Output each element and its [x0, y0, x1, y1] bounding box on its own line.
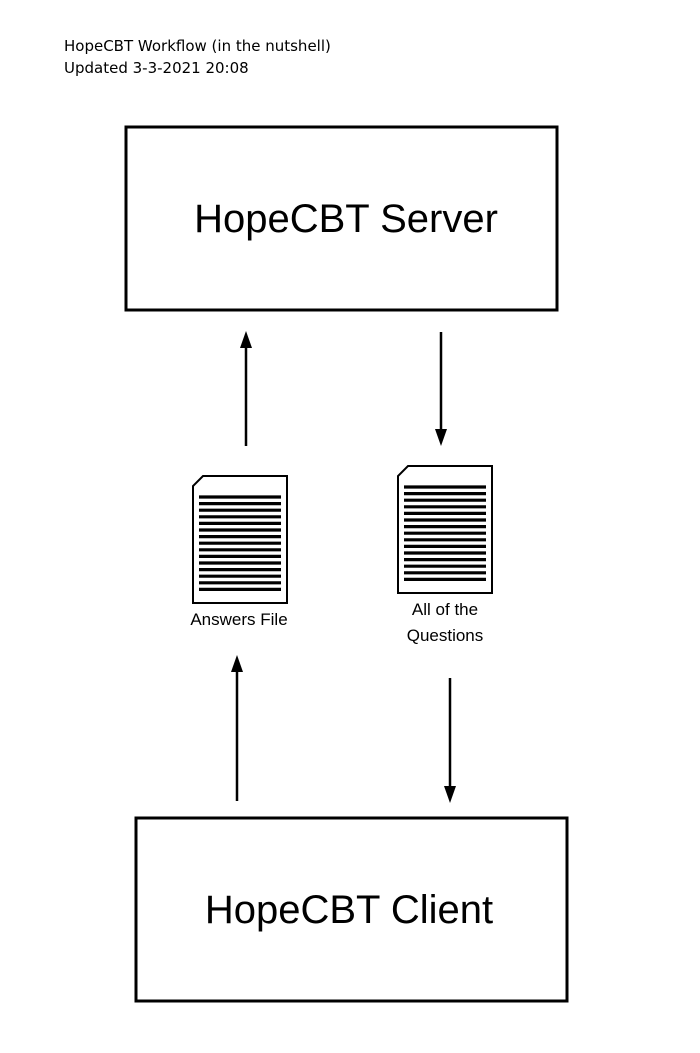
questions-document-icon — [397, 465, 493, 594]
server-node: HopeCBT Server — [124, 125, 559, 312]
server-label: HopeCBT Server — [194, 197, 498, 241]
questions-file-node: All of the Questions — [397, 465, 493, 645]
questions-file-label-line1: All of the — [412, 600, 478, 619]
answers-file-node: Answers File — [190, 475, 288, 629]
client-label: HopeCBT Client — [205, 888, 493, 932]
arrow-client-to-answers — [231, 655, 243, 801]
client-box — [134, 816, 569, 1003]
server-box — [124, 125, 559, 312]
answers-document-icon — [192, 475, 288, 604]
arrow-questions-to-client — [444, 678, 456, 803]
arrow-answers-to-server — [240, 331, 252, 446]
client-node: HopeCBT Client — [134, 816, 569, 1003]
answers-file-label: Answers File — [190, 610, 287, 629]
questions-file-label-line2: Questions — [407, 626, 484, 645]
diagram-updated-date: Updated 3-3-2021 20:08 — [64, 59, 249, 77]
arrow-server-to-questions — [435, 332, 447, 446]
diagram-title: HopeCBT Workflow (in the nutshell) — [64, 37, 331, 55]
